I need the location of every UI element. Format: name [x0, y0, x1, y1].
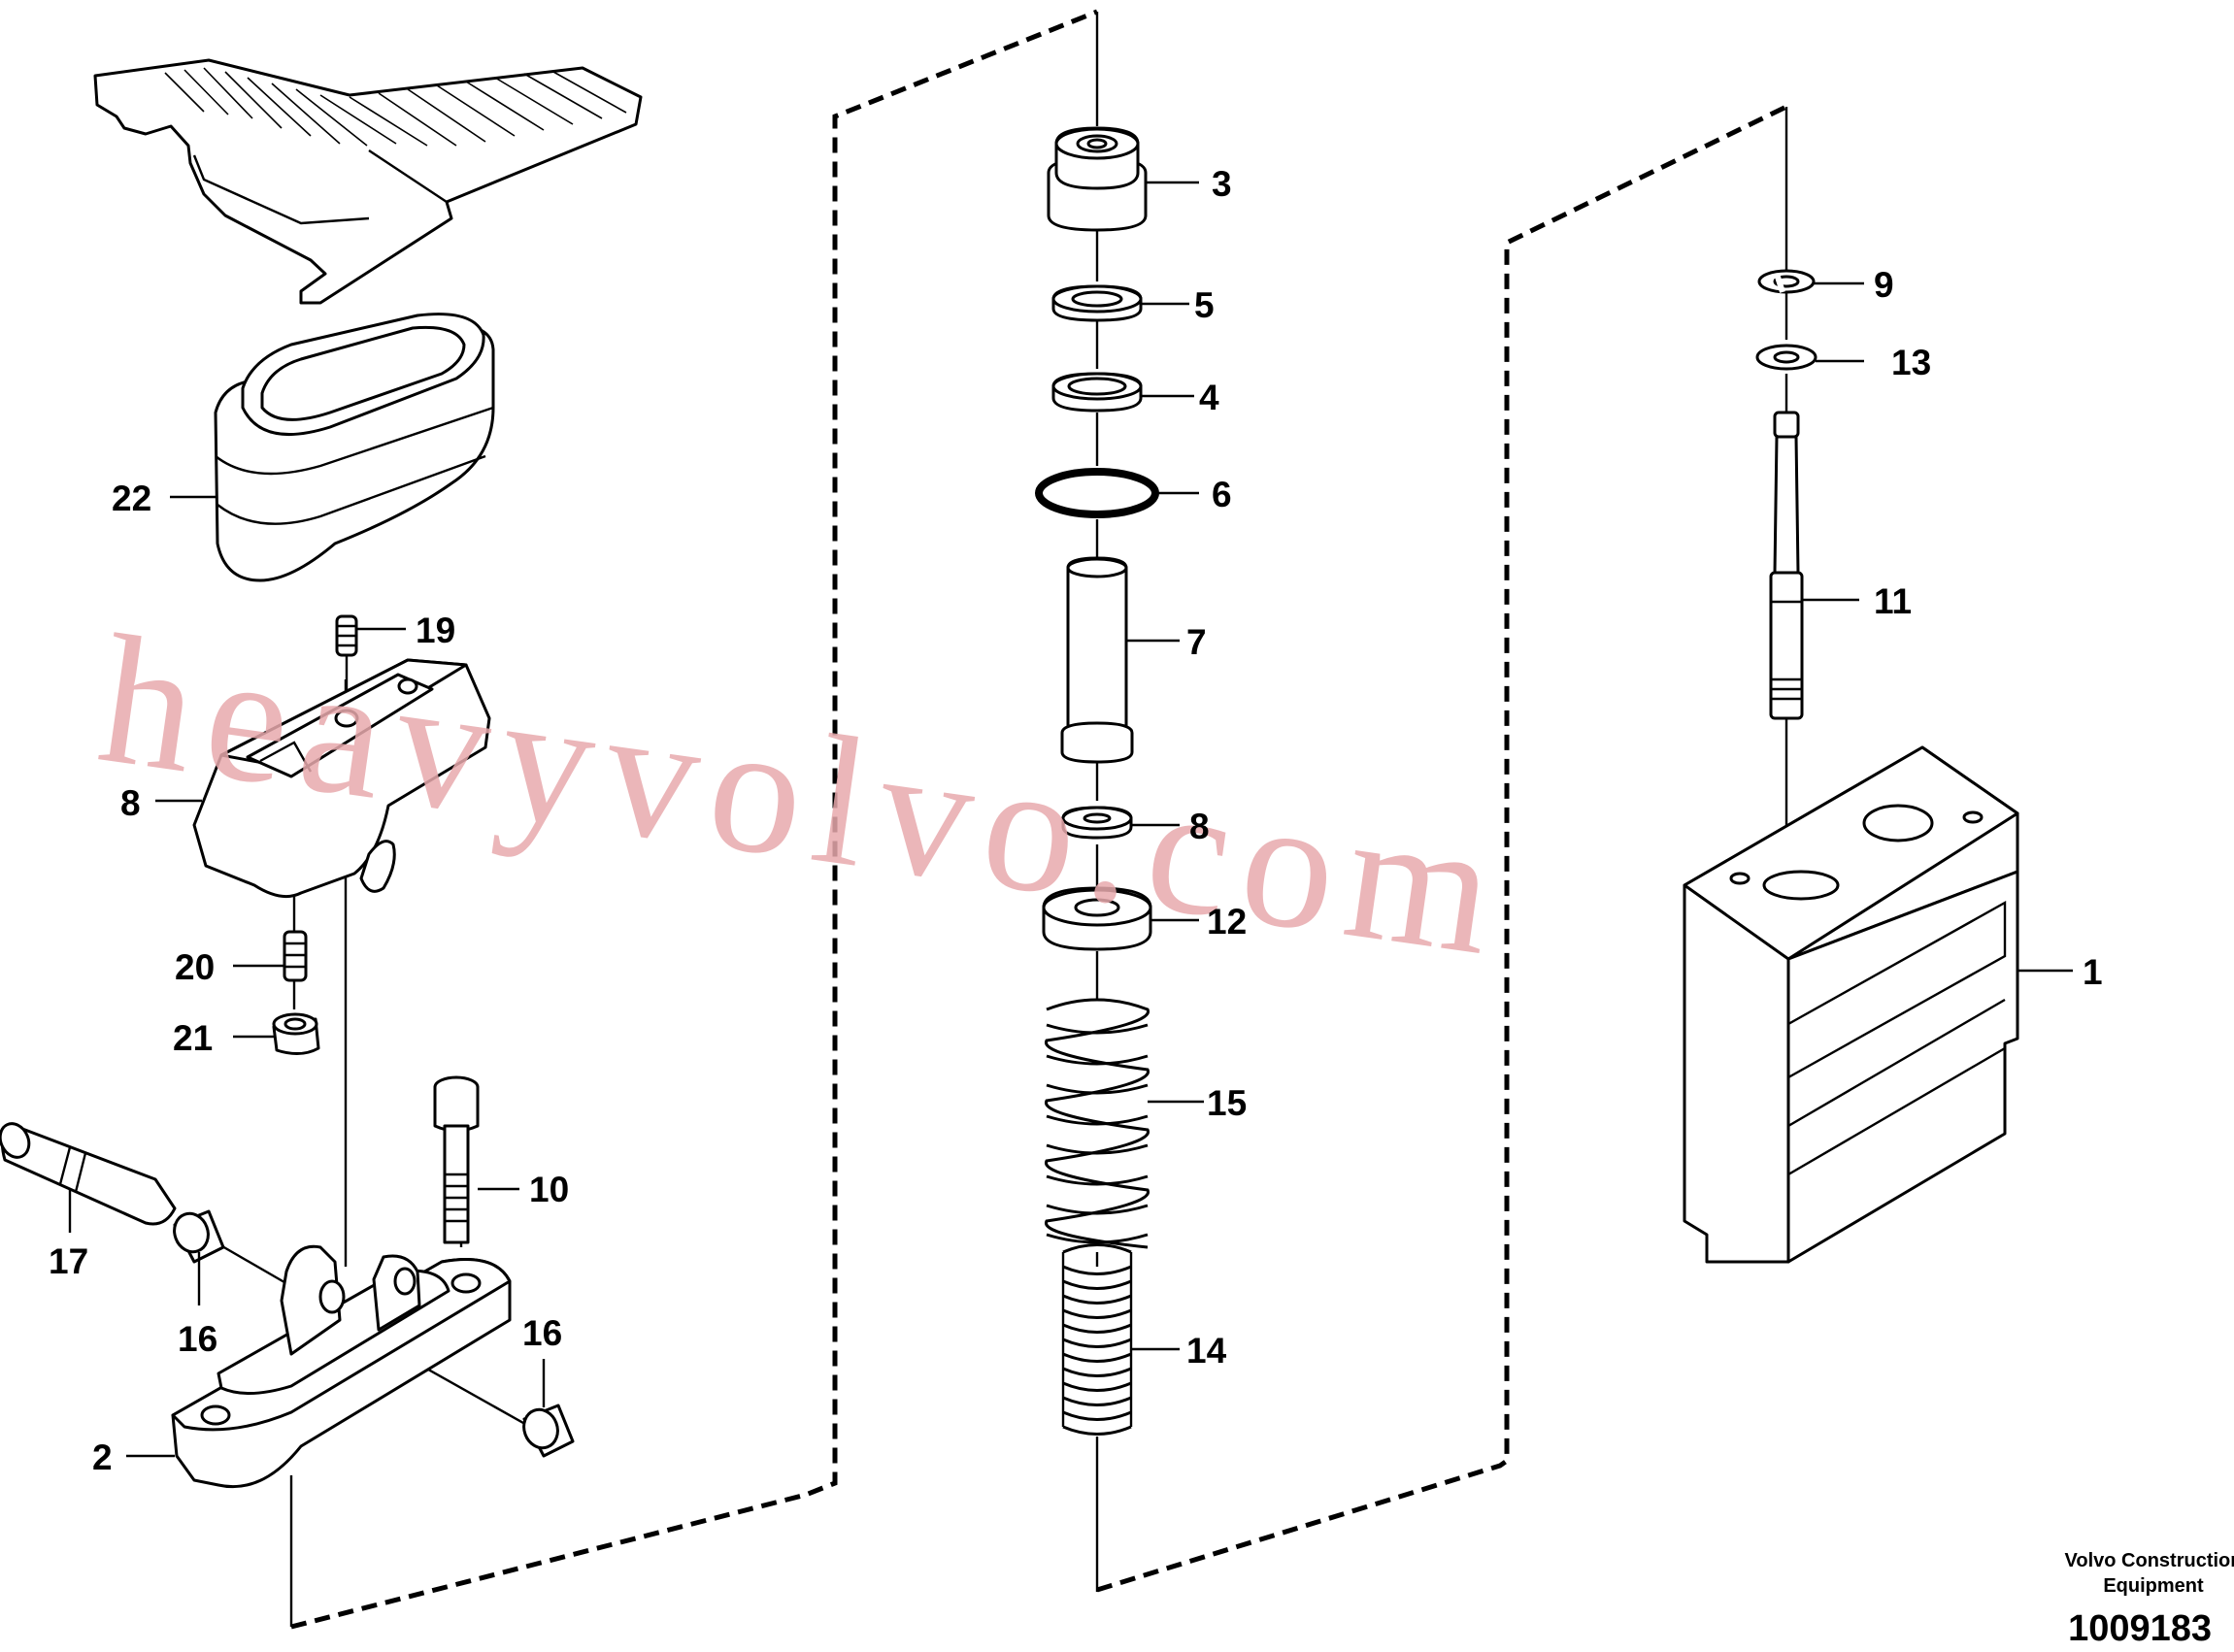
rubber-boot-part: [214, 313, 495, 582]
callout-19: 19: [416, 611, 455, 650]
callout-11: 11: [1874, 581, 1912, 621]
pedal-bracket-part: [192, 658, 491, 899]
callout-22: 22: [112, 479, 151, 518]
pin-17: [0, 1122, 177, 1226]
callout-1: 1: [2083, 952, 2103, 992]
leader-lines: [68, 181, 2073, 1458]
sleeve-7: [1060, 556, 1134, 764]
credit-line-2: Equipment: [2103, 1575, 2204, 1597]
plunger-11: [1769, 411, 1804, 720]
lock-washer-9: [1757, 269, 1816, 294]
callout-15: 15: [1207, 1083, 1247, 1123]
washer-4: [1051, 372, 1143, 413]
callout-12: 12: [1207, 902, 1247, 942]
callout-3: 3: [1212, 164, 1232, 204]
callout-16-left: 16: [178, 1319, 217, 1359]
callout-6: 6: [1212, 475, 1232, 514]
nut-21: [272, 1012, 320, 1055]
callout-2: 2: [92, 1437, 113, 1477]
o-ring-6: [1035, 468, 1159, 518]
callout-labels: 3 5 4 6 7 8 12 15 14 9 13 11 1 22 19 8 2…: [49, 164, 2103, 1477]
outer-spring-15: [1045, 998, 1150, 1249]
callout-4: 4: [1199, 378, 1219, 417]
callout-17: 17: [49, 1241, 88, 1281]
bushing-16-left: [173, 1209, 225, 1264]
set-screw-19: [335, 614, 358, 657]
bolt-10: [433, 1075, 480, 1244]
base-plate-part: [171, 1244, 512, 1489]
dashed-frame-right: [1096, 104, 1788, 1593]
document-number: 1009183: [2068, 1608, 2212, 1649]
callout-20: 20: [175, 947, 215, 987]
callout-8: 8: [1189, 807, 1210, 846]
callout-8-bracket: 8: [120, 783, 141, 823]
callout-9: 9: [1874, 265, 1894, 305]
credit-block: Volvo Construction Equipment 1009183: [2065, 1550, 2234, 1649]
washer-5: [1051, 284, 1143, 322]
washer-13: [1755, 344, 1817, 371]
inner-spring-14: [1061, 1243, 1133, 1436]
callout-13: 13: [1891, 343, 1931, 382]
bushing-16-right: [522, 1404, 575, 1458]
cap-3: [1047, 126, 1148, 232]
dashed-frame-left: [290, 9, 1098, 1630]
callout-14: 14: [1186, 1331, 1227, 1371]
pedal-part: [93, 58, 643, 305]
callout-16-right: 16: [522, 1313, 562, 1353]
spring-seat-12: [1042, 886, 1152, 951]
callout-7: 7: [1186, 622, 1207, 662]
valve-housing-1: [1683, 745, 2019, 1264]
set-screw-20: [283, 930, 308, 982]
callout-21: 21: [173, 1018, 213, 1058]
washer-8: [1061, 806, 1133, 840]
credit-line-1: Volvo Construction: [2065, 1550, 2234, 1571]
callout-10: 10: [529, 1170, 569, 1209]
callout-5: 5: [1194, 285, 1215, 325]
